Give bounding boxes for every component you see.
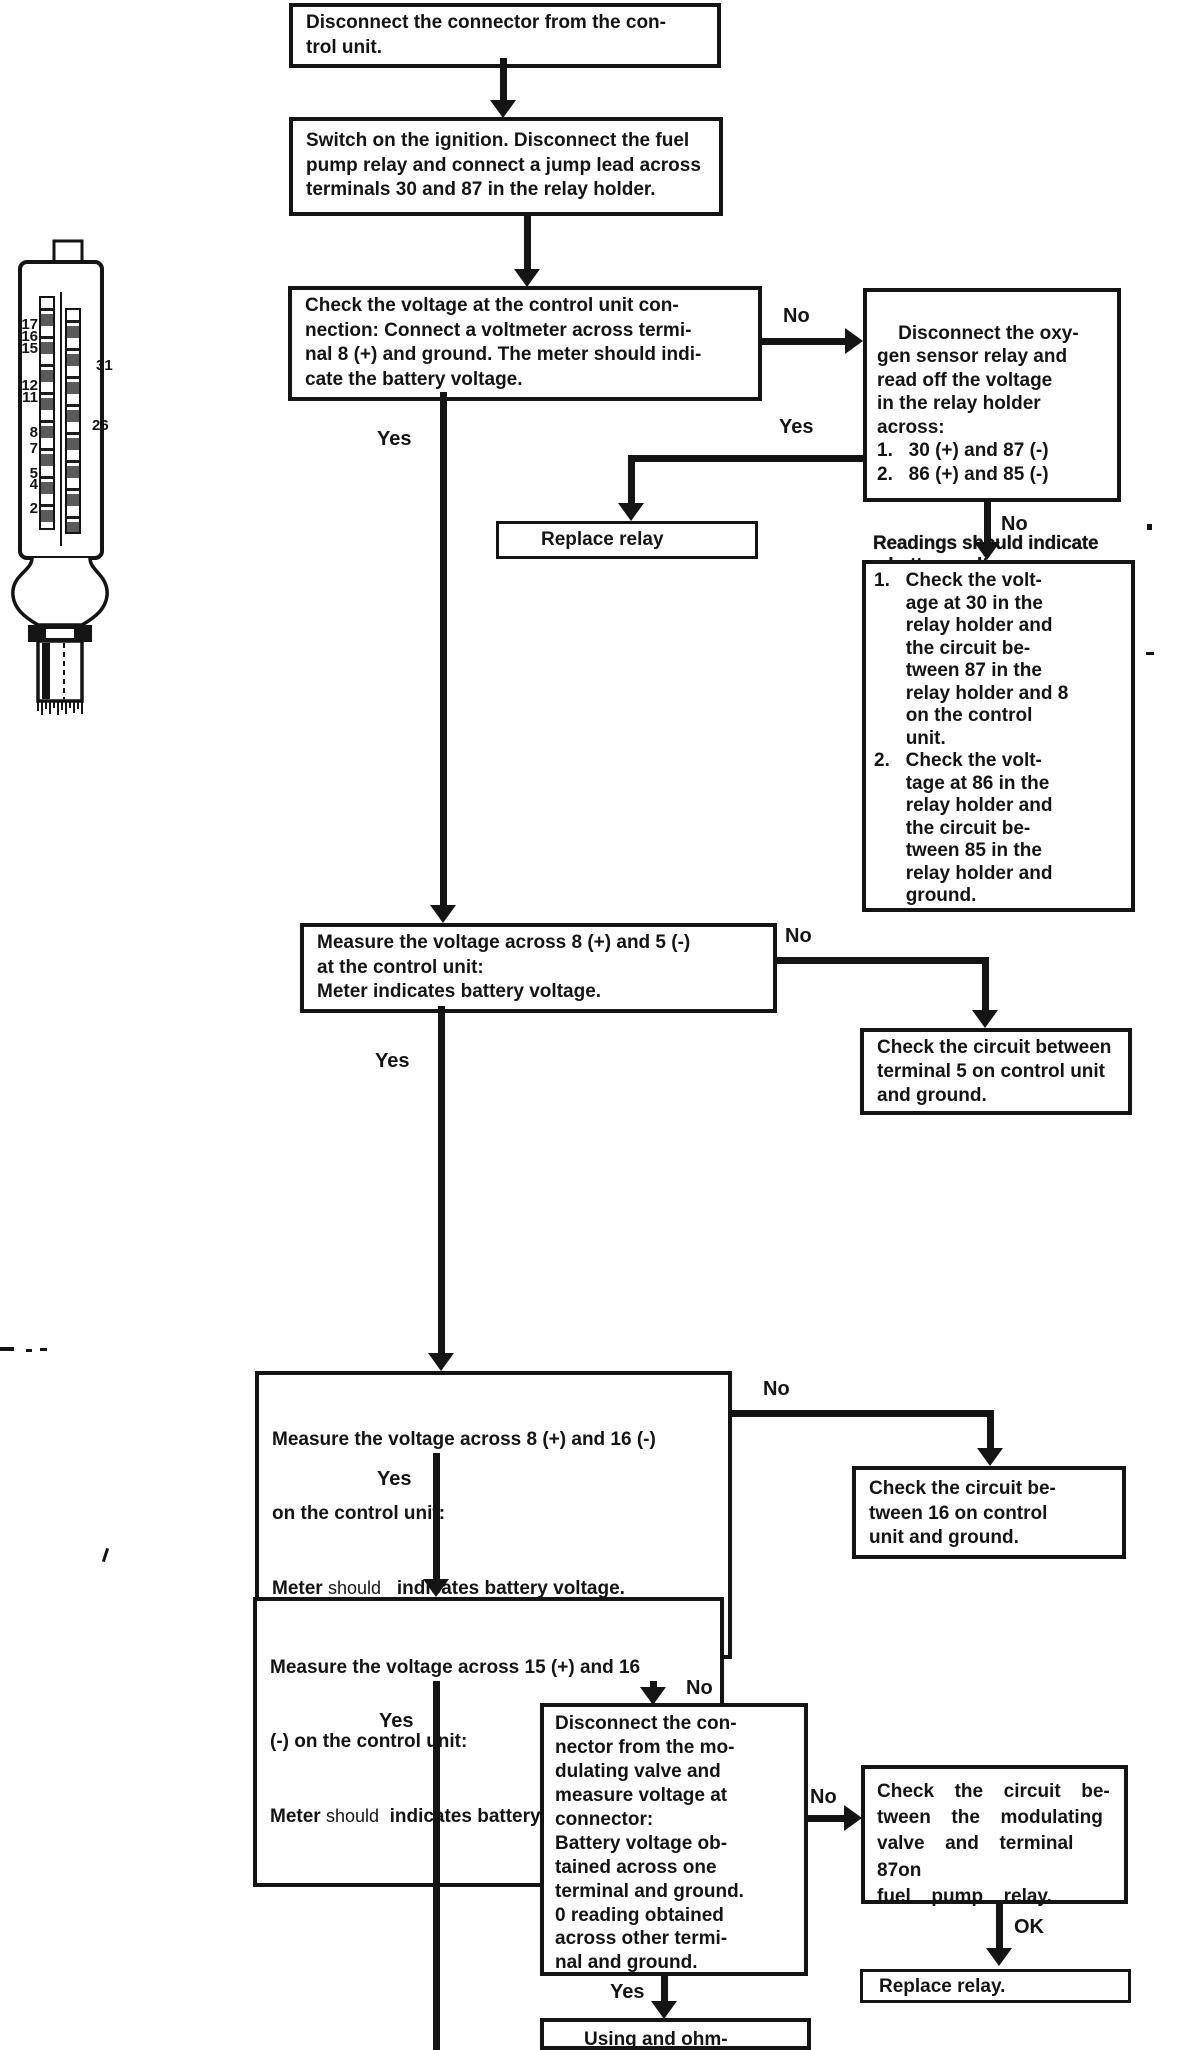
arrowhead-into-oxygen-box [845, 328, 863, 354]
scan-artifact-dash [26, 1349, 32, 1352]
arrowhead-into-measure85 [430, 905, 456, 923]
flow-box-using-ohmmeter: Using and ohm- [540, 2018, 811, 2050]
branch-label-no-5: No [686, 1677, 713, 1699]
handwritten-insert-should: should [327, 1577, 382, 1598]
pin-label-17: 17 [21, 316, 38, 333]
flow-box-check-terminal-5: Check the circuit between terminal 5 on … [860, 1028, 1132, 1116]
arrowhead-into-replace-relay-2 [986, 1948, 1012, 1966]
flow-box-oxygen-sensor-relay: Disconnect the oxy- gen sensor relay and… [863, 288, 1121, 576]
flow-box-replace-relay-2: Replace relay. [860, 1969, 1131, 2003]
scan-artifact-dash [0, 1347, 14, 1351]
scan-artifact-dash [40, 1348, 47, 1351]
flow-box-modulating-valve: Disconnect the con- nector from the mo- … [540, 1703, 808, 1976]
flow-box-disconnect-connector: Disconnect the connector from the con- t… [289, 3, 721, 69]
flow-box-replace-relay: Replace relay [496, 521, 758, 559]
branch-label-no-3: No [785, 925, 812, 947]
flow-line-no-measure816-v [987, 1410, 994, 1450]
branch-label-yes-6: Yes [610, 1981, 645, 2003]
flow-line-yes-oxygen-v [628, 455, 635, 505]
flow-line-box1-box2 [500, 58, 507, 104]
flow-line-no-modvalve-right [808, 1815, 846, 1822]
flow-line-no-measure816-h [732, 1410, 994, 1417]
measure-8-16-line3: Meter should indicates battery voltage. [272, 1577, 625, 1599]
branch-label-yes-3: Yes [375, 1050, 410, 1072]
flow-box-check-voltage-relay-holder: 1. Check the volt- age at 30 in the rela… [862, 560, 1135, 912]
pin-label-15: 15 [21, 340, 38, 357]
flow-line-yes-modvalve-down [661, 1976, 668, 2004]
flow-line-no-box3-oxygen [762, 338, 846, 345]
flow-line-no-oxygen-down [984, 502, 991, 544]
pin-label-12: 12 [21, 377, 38, 394]
flow-line-box2-box3 [524, 216, 531, 270]
flow-line-yes-box3-measure85 [440, 392, 447, 908]
flow-box-check-16: Check the circuit be- tween 16 on contro… [852, 1466, 1126, 1560]
branch-label-no-6: No [810, 1786, 837, 1808]
pin-label-4: 4 [29, 476, 38, 493]
pin-label-5: 5 [29, 465, 38, 482]
arrowhead-into-check-terminal5 [972, 1010, 998, 1028]
flow-line-no-measure85-h [777, 957, 989, 964]
branch-label-yes-4: Yes [377, 1468, 412, 1490]
arrowhead-into-box2 [490, 100, 516, 118]
branch-label-no-4: No [763, 1378, 790, 1400]
flow-line-yes-oxygen-h [628, 455, 863, 462]
flow-line-yes-measure1516-down [433, 1681, 440, 2050]
arrowhead-into-box3 [514, 269, 540, 287]
flow-box-switch-ignition: Switch on the ignition. Disconnect the f… [289, 117, 723, 216]
flow-line-no-measure85-v [982, 957, 989, 1012]
flow-box-check-modulating-circuit: Check the circuit be- tween the modulati… [861, 1765, 1128, 1907]
arrowhead-into-modulating-valve [640, 1687, 666, 1705]
scan-artifact-dot [1147, 524, 1152, 530]
branch-label-no-2: No [1001, 513, 1028, 535]
flow-box-measure-8-5: Measure the voltage across 8 (+) and 5 (… [300, 923, 777, 1014]
branch-label-yes-5: Yes [379, 1710, 414, 1732]
measure-8-16-line2: on the control unit: [272, 1503, 446, 1525]
flow-line-no-measure1516-down [650, 1681, 657, 1690]
handwritten-insert-should: should [325, 1805, 380, 1826]
branch-label-yes-1: Yes [377, 428, 412, 450]
flow-line-ok-down [996, 1904, 1003, 1950]
pin-label-16: 16 [21, 328, 38, 345]
oxygen-sensor-relay-text: Disconnect the oxy- gen sensor relay and… [877, 322, 1079, 485]
pin-label-11: 11 [22, 389, 38, 406]
connector-pin-column-left [39, 296, 55, 530]
flow-box-check-voltage-control-unit: Check the voltage at the control unit co… [288, 286, 762, 401]
pin-label-26: 26 [92, 417, 109, 434]
arrowhead-into-replace-relay [618, 503, 644, 521]
flow-line-yes-measure816-down [433, 1453, 440, 1581]
flow-line-yes-measure85-down [438, 1006, 445, 1356]
branch-label-yes-2: Yes [779, 416, 814, 438]
scan-artifact-dash [1146, 652, 1154, 655]
branch-label-ok-1: OK [1014, 1916, 1044, 1938]
arrowhead-into-measure816 [428, 1353, 454, 1371]
scan-artifact-stroke [101, 1547, 110, 1563]
measure-8-16-line1: Measure the voltage across 8 (+) and 16 … [272, 1429, 656, 1451]
pin-label-31: 31 [96, 357, 113, 374]
arrowhead-into-check-modulating [844, 1805, 862, 1831]
connector-pin-column-right [65, 308, 81, 534]
pin-label-7: 7 [29, 440, 38, 457]
arrowhead-into-ohmmeter-box [651, 2001, 677, 2019]
measure-15-16-line1: Measure the voltage across 15 (+) and 16 [270, 1657, 641, 1679]
pin-label-2: 2 [29, 500, 38, 517]
arrowhead-into-relay-holder-box [974, 542, 1000, 560]
pin-label-8: 8 [29, 424, 38, 441]
connector-center-rail [60, 292, 62, 546]
arrowhead-into-check16 [977, 1448, 1003, 1466]
arrowhead-into-measure1516 [423, 1579, 449, 1597]
branch-label-no-1: No [783, 305, 810, 327]
